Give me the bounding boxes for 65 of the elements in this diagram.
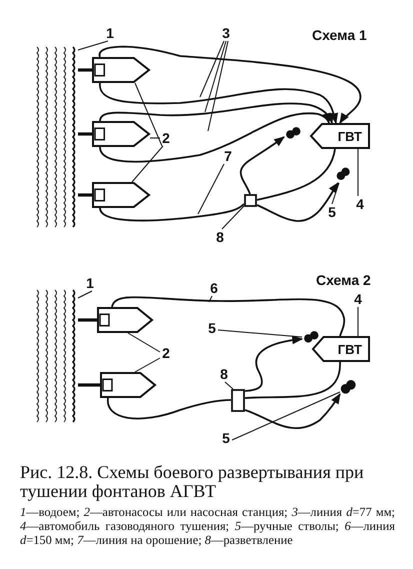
nozzle-icon (340, 378, 356, 396)
branch-fitting (231, 389, 245, 412)
leader-line (78, 290, 92, 298)
leader-line (78, 40, 108, 50)
pump-truck (92, 121, 150, 147)
hose-line (240, 136, 285, 194)
leader-line (208, 296, 212, 302)
leader-line (332, 182, 340, 204)
suction-hose (78, 68, 92, 72)
figure-title: Рис. 12.8. Схемы боевого развертывания при тушении фонтанов АГВТ (20, 463, 365, 501)
leader-line (200, 40, 224, 98)
callout-number: 8 (218, 366, 230, 382)
callout-number: 5 (326, 204, 338, 220)
callout-number: 4 (354, 196, 366, 212)
pump-truck (100, 372, 156, 398)
callout-number: 3 (220, 25, 232, 41)
pump-truck (97, 307, 153, 333)
leader-line (208, 40, 228, 132)
leader-line (134, 82, 162, 146)
hose-line (244, 362, 341, 399)
leader-line (224, 382, 234, 390)
callout-number: 7 (222, 148, 234, 164)
hose-line (99, 112, 330, 163)
pump-truck (92, 57, 150, 83)
nozzle-icon (302, 330, 320, 344)
leader-line (218, 330, 302, 338)
suction-hose (78, 383, 100, 387)
hose-line (99, 102, 334, 124)
leader-line (222, 206, 244, 230)
scheme-heading: Схема 2 (316, 272, 371, 288)
hose-line (99, 83, 338, 124)
leader-line (204, 40, 226, 112)
vehicle-box: ГВТ (312, 336, 370, 362)
hose-line (244, 336, 304, 392)
callout-number: 5 (220, 430, 232, 446)
nozzle-icon (284, 126, 302, 140)
scheme-heading: Схема 1 (312, 27, 367, 43)
leader-line (128, 332, 160, 352)
hose-line (99, 203, 245, 222)
callout-number: 8 (214, 229, 226, 245)
leader-line (134, 358, 160, 372)
suction-hose (78, 132, 92, 136)
suction-hose (78, 318, 97, 322)
callout-number: 2 (160, 130, 172, 146)
vehicle-box: ГВТ (310, 123, 370, 149)
hose-line (244, 393, 341, 429)
nozzle-icon (336, 165, 350, 183)
figure-caption: 1—водоем; 2—автонасосы или насосная станция; 3—линия d=77 мм; 4—автомобиль газоводяного тушения; 5—ручные стволы; 6—линия d=150 мм; 7—линия на орошение; 8—разветвление (20, 505, 395, 547)
hose-line (98, 46, 361, 124)
callout-number: 1 (104, 25, 116, 41)
leader-line (132, 146, 164, 182)
hose-line (107, 398, 232, 420)
callout-number: 2 (160, 345, 172, 361)
suction-hose (78, 193, 92, 197)
callout-number: 4 (352, 291, 364, 307)
branch-fitting (244, 194, 257, 207)
callout-number: 5 (206, 320, 218, 336)
callout-number: 6 (208, 280, 220, 296)
hose-line (111, 296, 346, 336)
hose-line (256, 148, 336, 201)
leader-line (232, 392, 340, 440)
hose-line (256, 182, 339, 222)
callout-number: 1 (84, 275, 96, 291)
pump-truck (92, 182, 150, 208)
leader-line (198, 164, 224, 214)
